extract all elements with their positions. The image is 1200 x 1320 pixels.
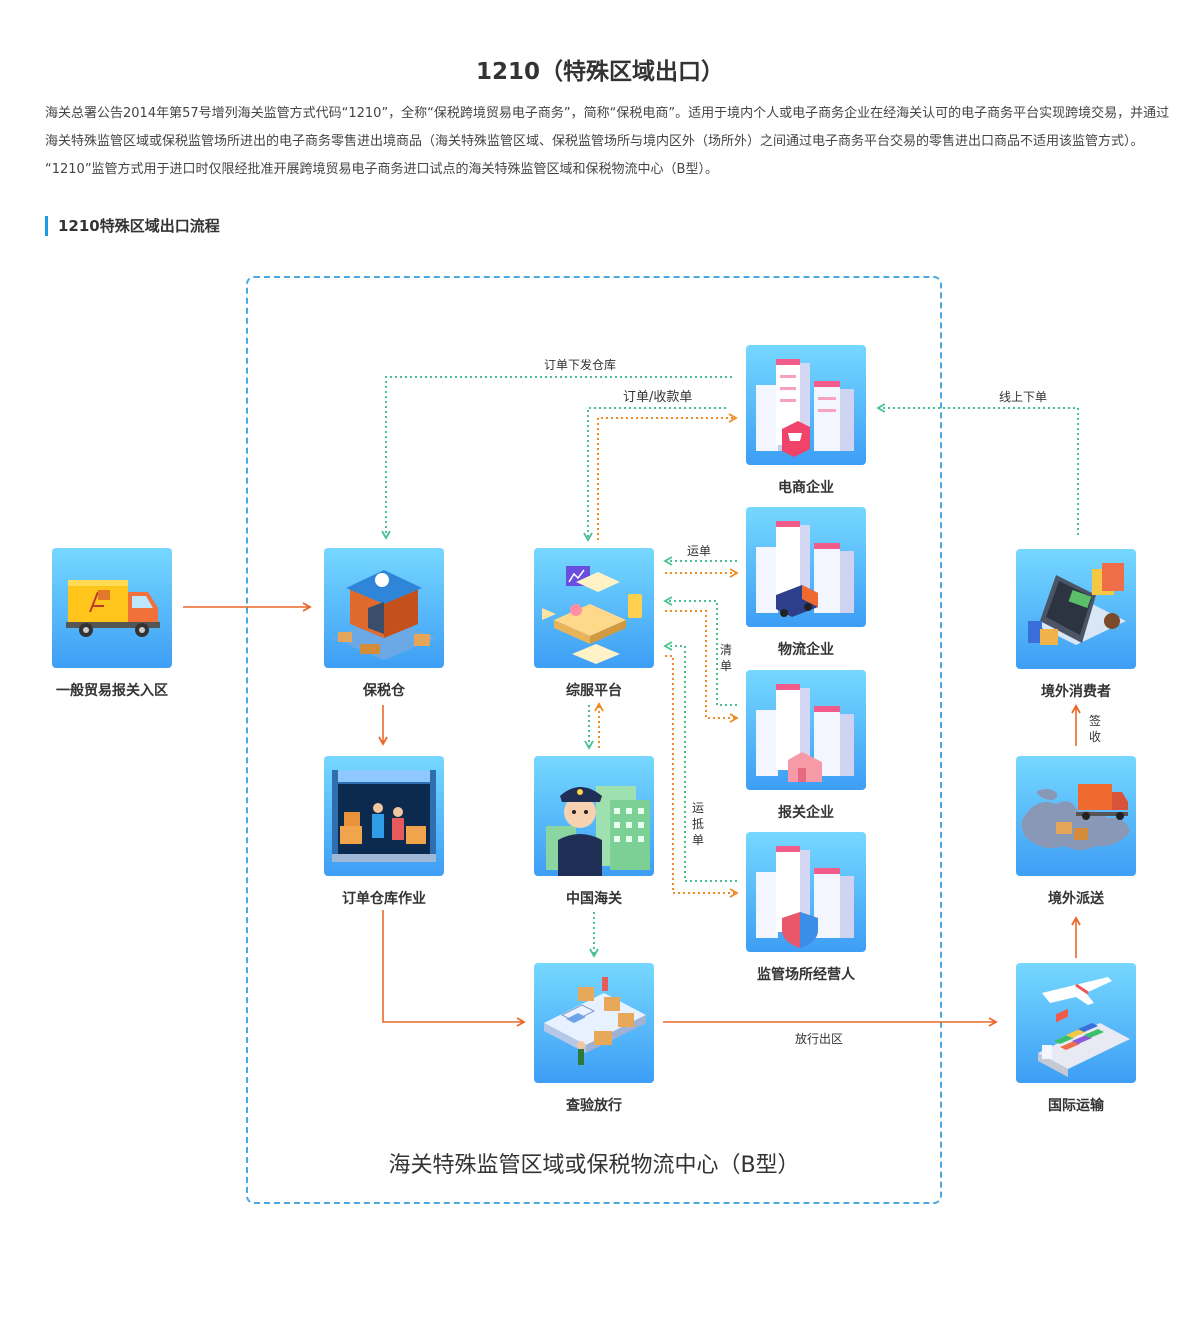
node-label: 订单仓库作业 xyxy=(342,891,426,907)
special-zone-label: 海关特殊监管区域或保税物流中心（B型） xyxy=(388,1153,800,1178)
truck-icon xyxy=(52,548,172,668)
node-inspection-release: 查验放行 xyxy=(534,963,654,1115)
node-overseas-consumer: 境外消费者 xyxy=(1016,549,1136,701)
loading-dock-icon xyxy=(324,756,444,876)
node-label: 物流企业 xyxy=(778,642,834,658)
ship-plane-icon xyxy=(1016,963,1136,1083)
node-service-platform: 综服平台 xyxy=(534,548,654,700)
label-arrival-note: 运抵单 xyxy=(691,801,704,847)
node-china-customs: 中国海关 xyxy=(534,756,654,908)
page-title: 1210（特殊区域出口） xyxy=(475,59,724,85)
broker-building-icon xyxy=(746,670,866,790)
node-logistics: 物流企业 xyxy=(746,507,866,659)
node-general-trade: 一般贸易报关入区 xyxy=(52,548,172,700)
inspection-belt-icon xyxy=(534,963,654,1083)
arrow-broker-to-platform xyxy=(663,596,737,706)
arrow-online-order xyxy=(876,403,1079,535)
customs-officer-icon xyxy=(534,756,654,876)
node-label: 综服平台 xyxy=(566,683,622,699)
section-heading: 1210特殊区域出口流程 xyxy=(45,216,220,236)
node-customs-broker: 报关企业 xyxy=(746,670,866,822)
node-ecommerce: 电商企业 xyxy=(746,345,866,497)
arrow-order-to-warehouse xyxy=(381,376,732,540)
special-zone-boundary xyxy=(246,276,942,1204)
arrow-platform-to-operator xyxy=(665,655,739,898)
node-label: 报关企业 xyxy=(778,805,834,821)
node-label: 中国海关 xyxy=(566,891,622,907)
node-label: 保税仓 xyxy=(363,683,405,699)
node-bonded-warehouse: 保税仓 xyxy=(324,548,444,700)
label-sign-receive: 签收 xyxy=(1088,714,1101,744)
node-label: 监管场所经营人 xyxy=(757,967,855,983)
shopping-building-icon xyxy=(746,345,866,465)
intro-paragraph: 海关总署公告2014年第57号增列海关监管方式代码“1210”，全称“保税跨境贸… xyxy=(45,106,1170,177)
arrow-ecom-to-platform xyxy=(583,407,726,542)
arrow-platform-to-ecom xyxy=(597,413,738,540)
node-label: 电商企业 xyxy=(778,480,834,496)
warehouse-icon xyxy=(324,548,444,668)
node-overseas-delivery: 境外派送 xyxy=(1016,756,1136,908)
label-order-payment: 订单/收款单 xyxy=(623,390,693,405)
label-manifest: 清单 xyxy=(719,643,732,673)
label-release-exit: 放行出区 xyxy=(795,1032,844,1046)
label-online-order: 线上下单 xyxy=(999,390,1048,404)
node-site-operator: 监管场所经营人 xyxy=(746,832,866,984)
logistics-building-icon xyxy=(746,507,866,627)
laptop-shopping-icon xyxy=(1016,549,1136,669)
label-waybill: 运单 xyxy=(687,544,712,558)
arrow-platform-to-broker xyxy=(665,610,739,723)
node-warehouse-ops: 订单仓库作业 xyxy=(324,756,444,908)
node-label: 境外派送 xyxy=(1048,891,1104,907)
node-label: 查验放行 xyxy=(566,1098,622,1114)
shield-building-icon xyxy=(746,832,866,952)
node-label: 境外消费者 xyxy=(1041,684,1111,700)
node-label: 国际运输 xyxy=(1048,1098,1104,1114)
node-label: 一般贸易报关入区 xyxy=(56,683,168,699)
arrow-ops-to-inspection xyxy=(382,910,526,1027)
world-map-delivery-icon xyxy=(1016,756,1136,876)
arrow-operator-to-platform xyxy=(663,641,737,882)
label-order-to-warehouse: 订单下发仓库 xyxy=(544,358,617,372)
platform-icon xyxy=(534,548,654,668)
node-intl-transport: 国际运输 xyxy=(1016,963,1136,1115)
